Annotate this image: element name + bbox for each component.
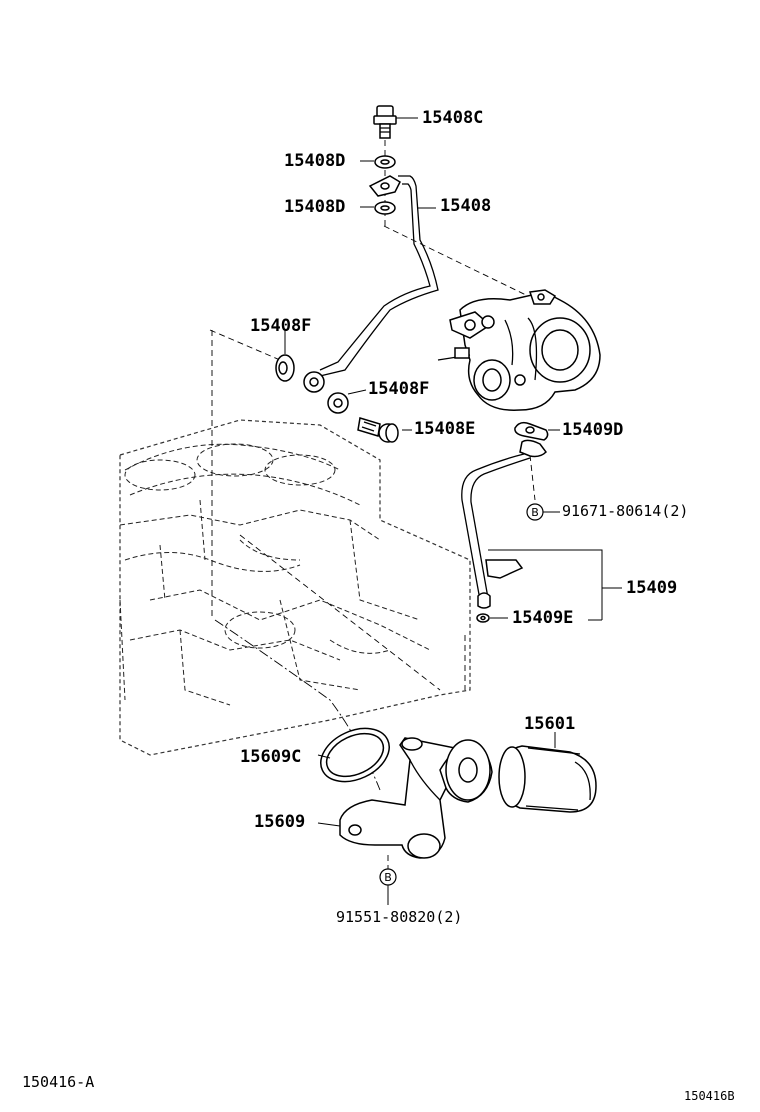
- gasket-15409e: [476, 613, 490, 623]
- oil-return-pipe-15409: [461, 439, 547, 609]
- label-15409d: 15409D: [562, 420, 623, 440]
- leader-lines: [284, 117, 622, 905]
- figure-code: 150416-A: [22, 1073, 94, 1091]
- label-15408: 15408: [440, 196, 491, 216]
- o-ring-15609c: [320, 727, 390, 783]
- gasket-15408f-right: [327, 392, 349, 414]
- label-15408c: 15408C: [422, 108, 483, 128]
- label-15408d-bottom: 15408D: [284, 197, 345, 217]
- oil-filter-15601: [498, 745, 597, 813]
- label-91671: 91671-80614(2): [562, 502, 688, 520]
- footer: 150416-A 150416B: [22, 1073, 735, 1103]
- svg-text:B: B: [531, 506, 539, 519]
- label-15408d-top: 15408D: [284, 151, 345, 171]
- part-labels: 15408C 15408D 15408D 15408 15408F 15408F…: [240, 108, 688, 926]
- label-15409e: 15409E: [512, 608, 573, 628]
- label-15408e: 15408E: [414, 419, 475, 439]
- gasket-15409d: [514, 421, 549, 441]
- gasket-15408f-left: [275, 354, 295, 382]
- label-15408f-left: 15408F: [250, 316, 311, 336]
- engine-block-outline: [119, 419, 471, 756]
- page-code: 150416B: [684, 1089, 735, 1103]
- label-15409: 15409: [626, 578, 677, 598]
- svg-text:B: B: [384, 871, 392, 884]
- union-bolt-15408e: [357, 417, 399, 443]
- union-bolt-15408c: [373, 105, 397, 139]
- label-15609c: 15609C: [240, 747, 301, 767]
- label-15601: 15601: [524, 714, 575, 734]
- label-15609: 15609: [254, 812, 305, 832]
- reference-marker-b-lower: B: [379, 868, 397, 886]
- label-15408f-right: 15408F: [368, 379, 429, 399]
- gasket-15408d-bottom: [374, 201, 396, 215]
- oil-filter-bracket-15609: [339, 737, 493, 859]
- label-91551: 91551-80820(2): [336, 908, 462, 926]
- reference-marker-b-upper: B: [526, 503, 544, 521]
- oil-pipe-15408: [303, 175, 439, 393]
- gasket-15408d-top: [374, 155, 396, 169]
- turbocharger-assembly: [437, 289, 601, 411]
